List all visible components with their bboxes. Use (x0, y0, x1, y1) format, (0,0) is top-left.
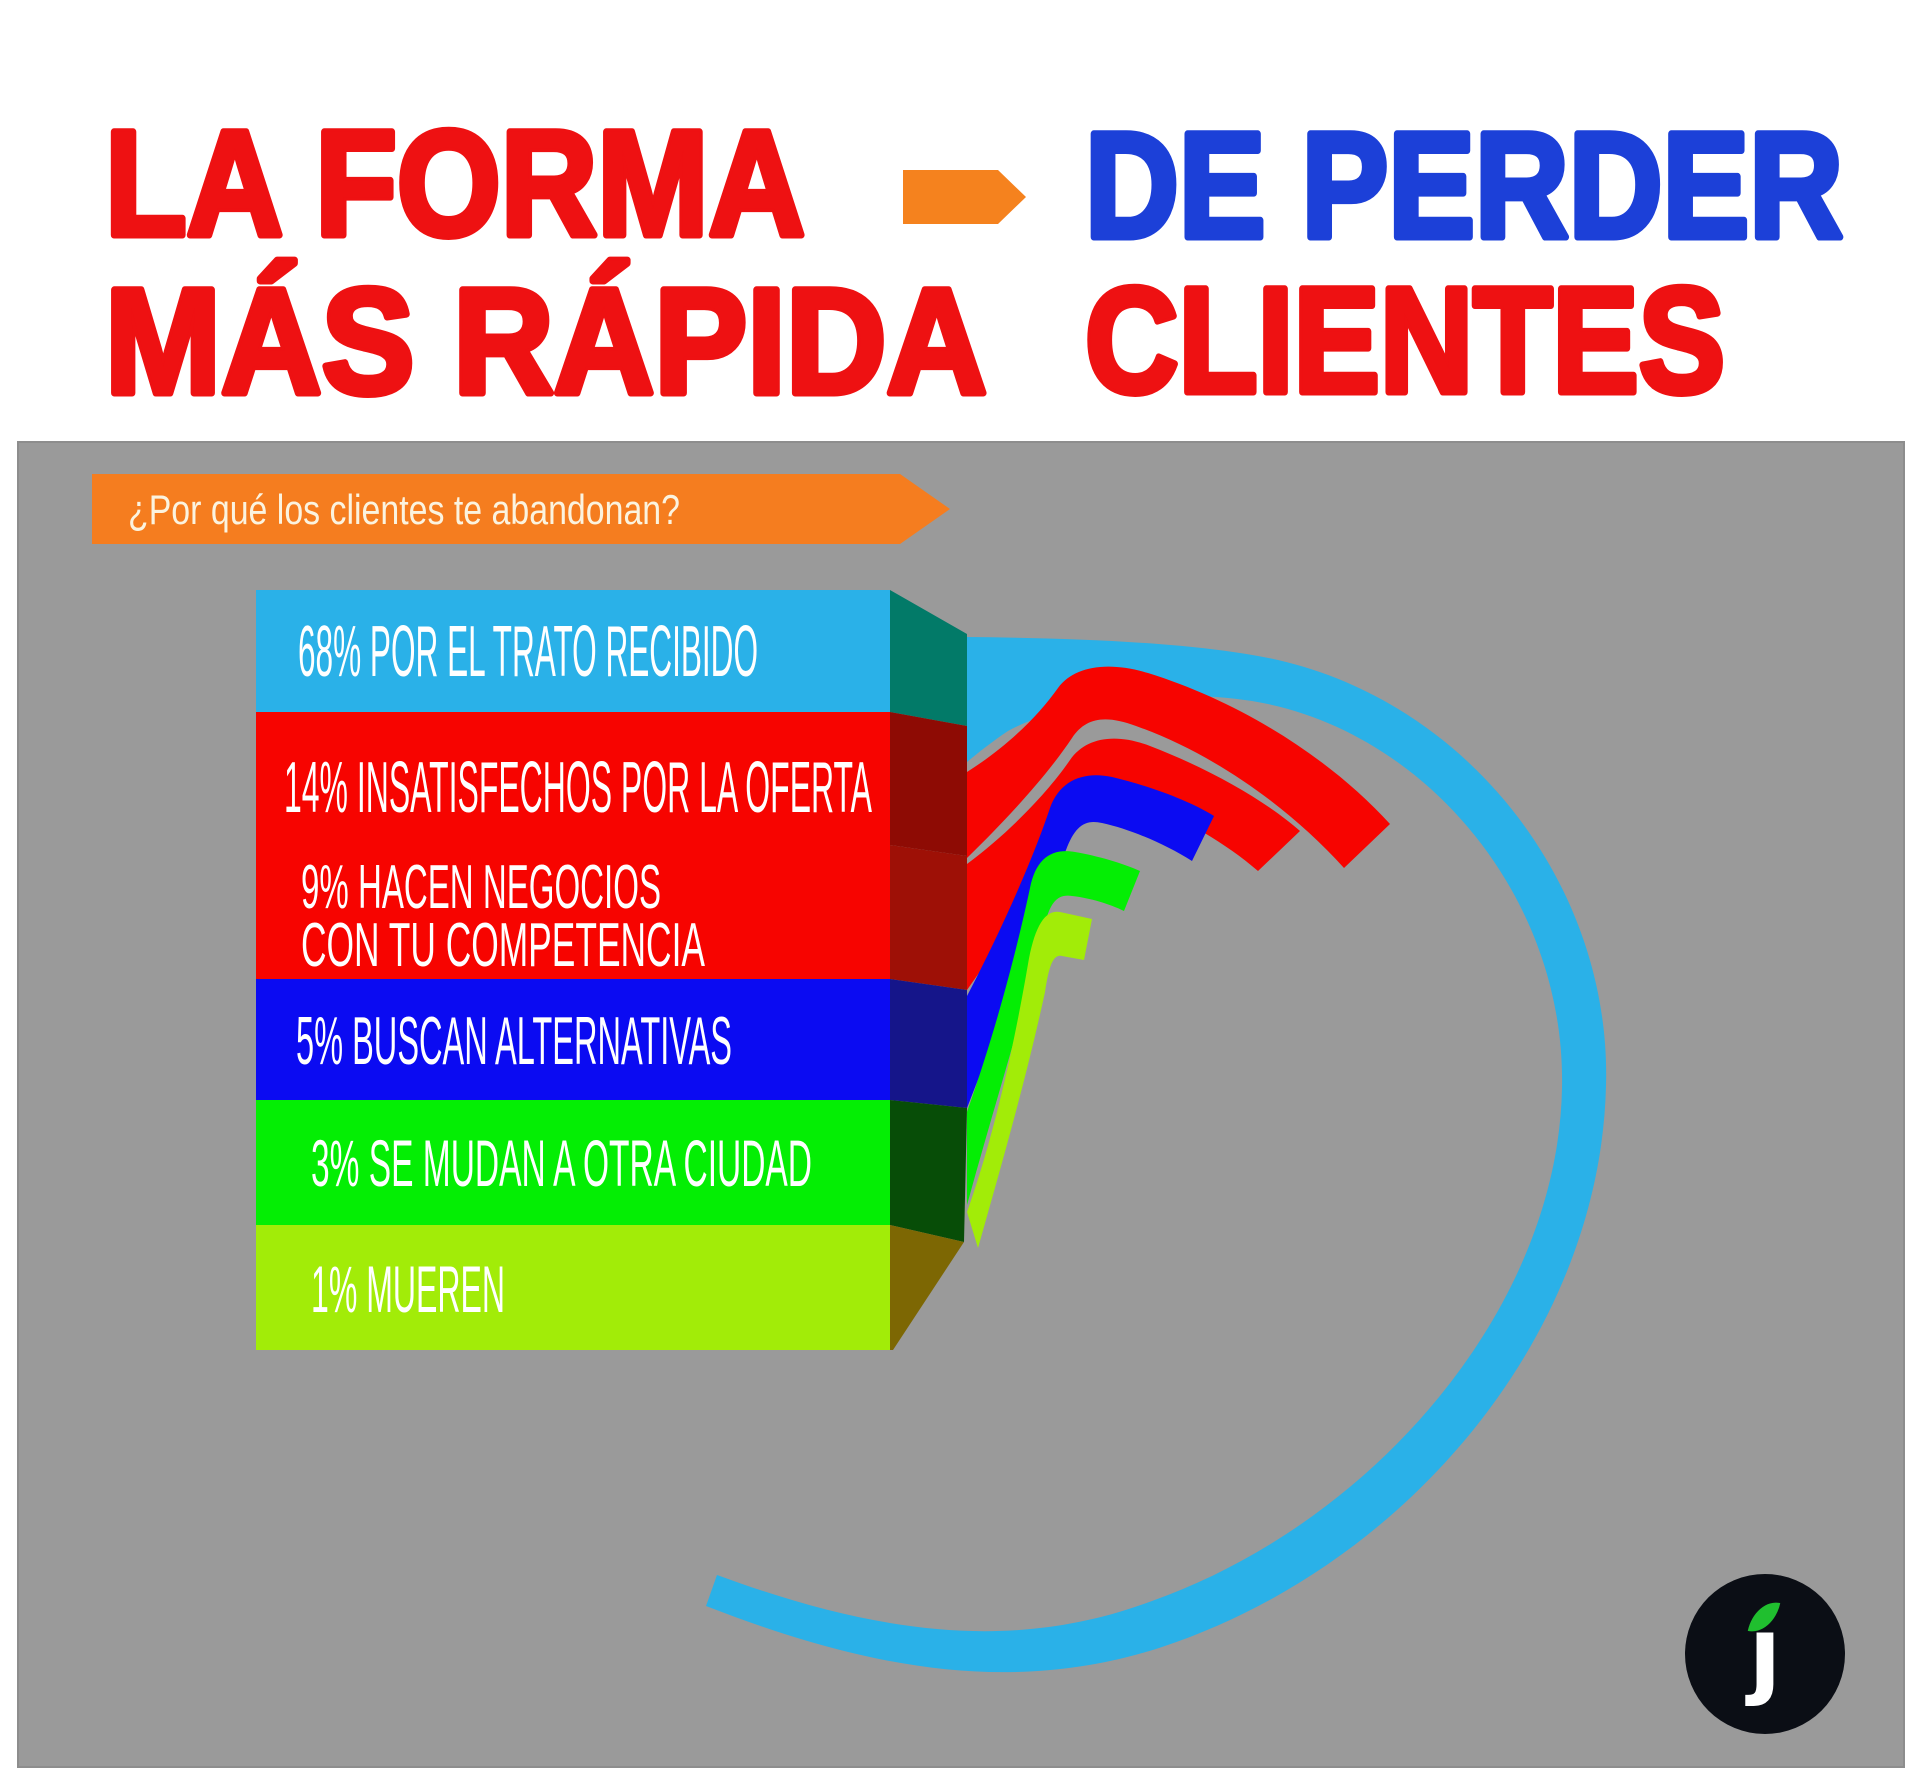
ribbon-14-oferta (967, 666, 1390, 868)
title-left-line1: LA FORMA (105, 99, 805, 267)
bar-row-68-trato (256, 590, 890, 712)
bar-row-1-mueren (256, 1225, 890, 1350)
bar-label-68: 68% POR EL TRATO RECIBIDO (298, 612, 758, 692)
bar-label-9-line2: CON TU COMPETENCIA (301, 911, 705, 980)
side-face-3 (890, 1100, 967, 1242)
title-left-line2: MÁS RÁPIDA (105, 257, 987, 425)
ribbon-1-mueren (967, 911, 1092, 1248)
side-face-9 (890, 845, 967, 990)
bar-row-14-oferta (256, 712, 890, 845)
ribbon-5-alternativas (967, 775, 1214, 1108)
bar-label-5: 5% BUSCAN ALTERNATIVAS (296, 1003, 732, 1079)
question-banner-shape (92, 474, 950, 544)
side-face-68 (890, 590, 967, 726)
bar-label-14: 14% INSATISFECHOS POR LA OFERTA (284, 748, 872, 828)
bar-row-5-alternativas (256, 979, 890, 1100)
logo-letter: ȷ (1748, 1596, 1782, 1708)
right-arrow-icon (903, 170, 1026, 224)
ribbon-9-competencia (967, 738, 1300, 990)
stacked-bar-chart (256, 590, 890, 1350)
side-face-14 (890, 712, 967, 856)
bar-row-3-ciudad (256, 1100, 890, 1225)
title-right-line2: CLIENTES (1085, 256, 1725, 424)
side-face-5 (890, 979, 967, 1108)
bar-label-3: 3% SE MUDAN A OTRA CIUDAD (311, 1126, 812, 1200)
bar-label-9-line1: 9% HACEN NEGOCIOS (301, 853, 661, 922)
logo-badge: ȷ (1685, 1574, 1845, 1734)
bar-label-1: 1% MUEREN (311, 1252, 505, 1326)
ribbon-3-ciudad (967, 851, 1140, 1205)
title-right-line1: DE PERDER (1085, 101, 1843, 269)
question-banner-text: ¿Por qué los clientes te abandonan? (128, 486, 680, 533)
side-face-1 (890, 1225, 964, 1350)
bar-row-9-competencia (256, 845, 890, 979)
